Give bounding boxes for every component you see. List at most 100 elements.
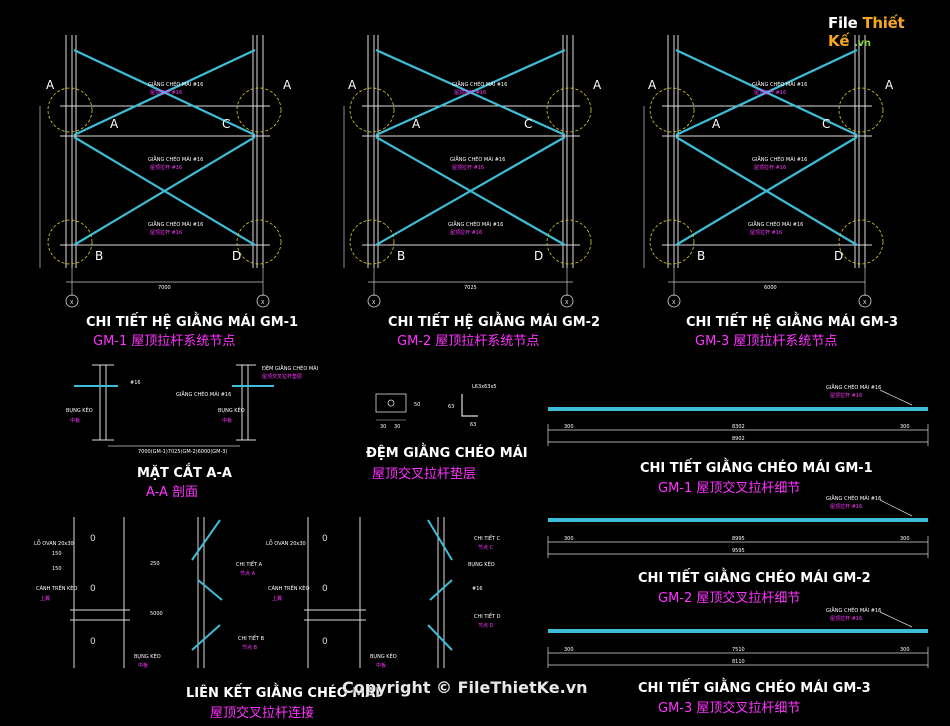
panel-2-texts: A A A C B D GIẰNG CHÉO MÁI #16 屋顶拉杆 #16 … (348, 78, 602, 349)
grid-label-a: A (348, 78, 357, 92)
logo-part-2: Thiết Kế (828, 14, 905, 50)
pad-dim: 50 (414, 402, 420, 408)
svg-text:0: 0 (322, 637, 328, 647)
web-label-cn-2: 中板 (376, 662, 386, 669)
panel-subtitle-2: GM-2 屋顶拉杆系统节点 (397, 334, 539, 349)
gm-panel-3 (643, 35, 884, 308)
web-label-2: BỤNG KÈO (370, 652, 397, 660)
panel-3-texts: A A A C B D GIẰNG CHÉO MÁI #16 屋顶拉杆 #16 … (648, 78, 898, 349)
rod-dim: 300 (900, 536, 910, 542)
pad-title: ĐỆM GIẰNG CHÉO MÁI (366, 444, 528, 461)
flange-label-2: CÁNH TRÊN KÈO (268, 584, 309, 592)
brace-label-cn-3: 屋顶拉杆 #16 (150, 229, 182, 236)
detail-label-b: B (697, 249, 705, 263)
rod-detail-1: GIẰNG CHÉO MÁI #16 屋顶拉杆 #16 300 8302 300… (547, 383, 929, 496)
width-dim: 7000 (158, 285, 171, 291)
svg-text:0: 0 (90, 637, 96, 647)
axis-label: X (863, 300, 867, 306)
axis-label: X (70, 300, 74, 306)
dim-label: 5000 (150, 611, 163, 617)
dim-label: 250 (150, 561, 160, 567)
svg-text:0: 0 (322, 584, 328, 594)
detail-label-a: A (712, 117, 721, 131)
rod-label: GIẰNG CHÉO MÁI #16 (826, 383, 881, 391)
rod-dim: 300 (564, 424, 574, 430)
rod-dim: 8995 (732, 536, 745, 542)
rod-subtitle: GM-2 屋顶交叉拉杆细节 (658, 590, 800, 606)
flange-label: CÁNH TRÊN KÈO (36, 584, 77, 592)
rod-dim: 7510 (732, 647, 745, 653)
grid-label-a: A (46, 78, 55, 92)
detail-label-c: C (524, 117, 532, 131)
detail-b-cn: 节点 B (242, 645, 258, 651)
logo-part-3: .vn (854, 38, 871, 49)
site-logo[interactable]: File Thiết Kế .vn (810, 8, 930, 50)
detail-circles (47, 87, 282, 265)
pad-dim: 30 (380, 424, 386, 430)
detail-label-c: C (822, 117, 830, 131)
grid-label-a-right: A (283, 78, 292, 92)
detail-label-b: B (95, 249, 103, 263)
axis-label: X (672, 300, 676, 306)
section-subtitle: A-A 剖面 (146, 485, 198, 500)
brace-lines (73, 49, 256, 246)
width-dim: 7025 (464, 285, 477, 291)
plate-label-right: BỤNG KÈO (218, 406, 245, 414)
pad-dim: 63 (448, 404, 454, 410)
brace-label-cn-1: 屋顶拉杆 #16 (754, 89, 786, 96)
hole-label-2: LỖ OVAN 20x30 (266, 539, 306, 547)
panel-subtitle-3: GM-3 屋顶拉杆系统节点 (695, 334, 837, 349)
web-label-3: BỤNG KÈO (468, 560, 495, 568)
dim-label: 150 (52, 566, 62, 572)
section-dim: 7000(GM-1)7025(GM-2)6000(GM-3) (138, 449, 227, 455)
rod-label-cn: 屋顶拉杆 #16 (830, 503, 862, 510)
detail-label-d: D (232, 249, 241, 263)
brace-label-1: GIẰNG CHÉO MÁI #16 (752, 80, 807, 88)
rod-label: #16 (472, 586, 483, 592)
logo-part-1: File (828, 14, 858, 32)
detail-c-label: CHI TIẾT C (474, 534, 501, 542)
angle-label: L63x63x5 (472, 384, 497, 390)
brace-label-cn-3: 屋顶拉杆 #16 (750, 229, 782, 236)
detail-a-cn: 节点 A (240, 571, 256, 577)
panel-1-texts: A A A C B D GIẰNG CHÉO MÁI #16 屋顶拉杆 #16 … (46, 78, 298, 349)
rod-label: #16 (130, 380, 141, 386)
gm-panel-1 (39, 35, 282, 308)
brace-label-1: GIẰNG CHÉO MÁI #16 (148, 80, 203, 88)
flange-label-cn-2: 上翼 (272, 595, 282, 602)
brace-label-cn-2: 屋顶拉杆 #16 (754, 164, 786, 171)
rod-total: 9595 (732, 548, 745, 554)
rod-title: CHI TIẾT GIẰNG CHÉO MÁI GM-3 (638, 679, 871, 696)
grid-label-a: A (648, 78, 657, 92)
rod-label: GIẰNG CHÉO MÁI #16 (826, 606, 881, 614)
panel-title-1: CHI TIẾT HỆ GIẰNG MÁI GM-1 (86, 313, 298, 330)
brace-label-2: GIẰNG CHÉO MÁI #16 (148, 155, 203, 163)
rod-dim: 300 (564, 647, 574, 653)
plate-label-cn: 中板 (70, 417, 80, 424)
grid-label-a-right: A (885, 78, 894, 92)
svg-text:0: 0 (90, 584, 96, 594)
logo-text: File Thiết Kế .vn (828, 14, 930, 50)
brace-label-3: GIẰNG CHÉO MÁI #16 (148, 220, 203, 228)
detail-a-label: CHI TIẾT A (236, 560, 263, 568)
brace-label-3: GIẰNG CHÉO MÁI #16 (448, 220, 503, 228)
rod-title: CHI TIẾT GIẰNG CHÉO MÁI GM-2 (638, 569, 871, 586)
web-label-cn: 中板 (138, 662, 148, 669)
detail-label-d: D (834, 249, 843, 263)
detail-b-label: CHI TIẾT B (238, 634, 265, 642)
svg-text:0: 0 (322, 534, 328, 544)
rod-dim: 300 (900, 647, 910, 653)
rod-dim: 300 (564, 536, 574, 542)
rod-dim: 8302 (732, 424, 745, 430)
svg-text:0: 0 (90, 534, 96, 544)
brace-label-cn-1: 屋顶拉杆 #16 (454, 89, 486, 96)
rod-label: GIẰNG CHÉO MÁI #16 (826, 494, 881, 502)
dim-label: 150 (52, 551, 62, 557)
brace-label-2: GIẰNG CHÉO MÁI #16 (450, 155, 505, 163)
rod-total: 8110 (732, 659, 745, 665)
brace-label-2: GIẰNG CHÉO MÁI #16 (752, 155, 807, 163)
brace-label-1: GIẰNG CHÉO MÁI #16 (452, 80, 507, 88)
rod-subtitle: GM-1 屋顶交叉拉杆细节 (658, 480, 800, 496)
rod-title: CHI TIẾT GIẰNG CHÉO MÁI GM-1 (640, 459, 873, 476)
